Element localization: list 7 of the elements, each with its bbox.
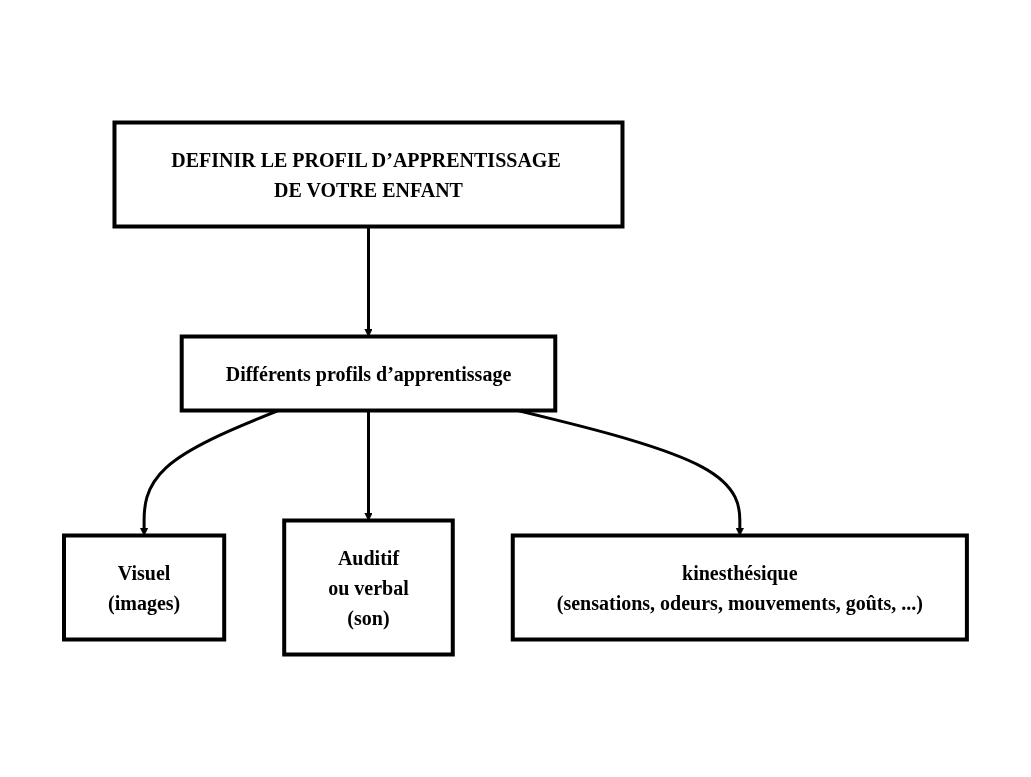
arrow: [364, 226, 373, 337]
node-box: Différents profils d’apprentissage: [179, 334, 558, 413]
node-box: kinesthésique (sensations, odeurs, mouvements, goûts, ...): [510, 533, 969, 642]
node-box: Auditif ou verbal (son): [282, 518, 455, 657]
node-box: Visuel (images): [62, 533, 227, 642]
node-box: DEFINIR LE PROFIL D’APPRENTISSAGE DE VOTRE ENFANT: [112, 120, 625, 229]
arrow: [364, 410, 373, 521]
